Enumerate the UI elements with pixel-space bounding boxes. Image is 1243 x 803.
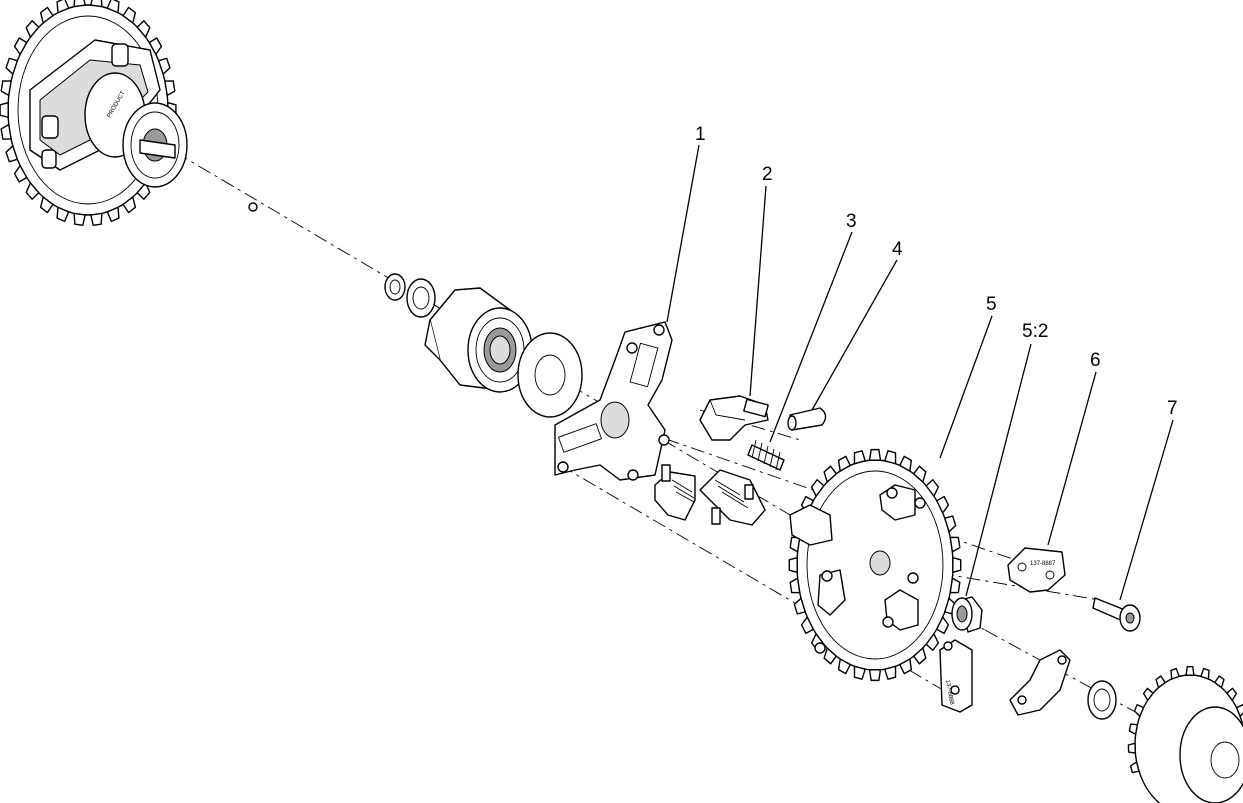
gear-tooth (1185, 665, 1195, 676)
gear-tooth (800, 616, 815, 635)
pawl-part-number: 137-8887 (1030, 561, 1056, 567)
gear-tooth (1133, 704, 1145, 717)
gear-tooth (952, 556, 962, 574)
compression-spring (747, 439, 785, 471)
gear-tooth (1226, 687, 1238, 701)
gear-tooth (788, 556, 798, 574)
pinion-gear (1127, 665, 1243, 803)
gear-tooth (1200, 667, 1210, 680)
pawl-spring-assembly-left (654, 464, 696, 521)
gear-tooth (868, 448, 882, 461)
gear-tooth (25, 20, 40, 38)
gear-tooth (925, 633, 940, 651)
gear-tooth (73, 212, 86, 226)
gear-tooth (0, 123, 12, 140)
leader-lines (666, 144, 1174, 601)
gear-tooth (5, 145, 19, 163)
gear-tooth (157, 57, 171, 75)
callout-2: 2 (762, 164, 773, 185)
washer-right (1087, 680, 1117, 720)
callout-5: 5 (986, 294, 997, 315)
gear-tooth (884, 665, 897, 680)
shoulder-bolt (1092, 597, 1141, 632)
gear-tooth (122, 196, 137, 214)
gear-tooth (90, 212, 103, 226)
gear-tooth (5, 57, 19, 75)
flat-washer (406, 278, 436, 318)
gear-tooth (935, 616, 950, 635)
clamp-plate-left: 137-8888 (939, 639, 973, 713)
gear-tooth (837, 658, 851, 675)
gear-tooth (1142, 687, 1154, 701)
plate-part-number: 137-8888 (944, 679, 954, 706)
gear-tooth (1235, 704, 1243, 717)
gear-tooth (935, 495, 950, 514)
gear-tooth (853, 450, 866, 465)
gear-tooth (1128, 723, 1139, 735)
gear-tooth (810, 479, 825, 497)
callout-4: 4 (892, 239, 903, 260)
gear-tooth (912, 647, 927, 665)
callout-5-2: 5:2 (1022, 321, 1048, 342)
gear-tooth (106, 0, 120, 14)
gear-tooth (1129, 761, 1140, 774)
gear-tooth (25, 182, 40, 200)
callout-3: 3 (846, 211, 857, 232)
gear-tooth (1214, 675, 1225, 689)
gear-tooth (949, 577, 961, 594)
sprocket-bushing (951, 596, 983, 633)
gear-tooth (0, 101, 9, 119)
gear-tooth (793, 597, 806, 615)
gear-tooth (899, 455, 913, 472)
callout-6: 6 (1090, 350, 1101, 371)
gear-tooth (884, 450, 897, 465)
gear-tooth (837, 455, 851, 472)
large-sprocket (788, 448, 962, 682)
latch-pawl: 137-8887 (1007, 547, 1066, 593)
gear-tooth (136, 182, 151, 200)
gear-tooth (823, 465, 838, 483)
gear-tooth (0, 80, 12, 97)
assembled-sprocket-clutch: PRODUCT (0, 0, 188, 226)
gear-tooth (823, 647, 838, 665)
mounting-plate (554, 321, 673, 481)
pawl (699, 395, 769, 441)
gear-tooth (1127, 742, 1137, 754)
pin (787, 407, 827, 431)
gear-tooth (73, 0, 86, 8)
gear-tooth (899, 658, 913, 675)
callout-1: 1 (695, 124, 706, 145)
callout-7: 7 (1167, 398, 1178, 419)
gear-tooth (944, 515, 957, 533)
shaft-hole (248, 202, 258, 212)
gear-tooth (13, 37, 28, 56)
gear-tooth (164, 80, 176, 97)
gear-tooth (853, 665, 866, 680)
gear-tooth (39, 6, 54, 24)
gear-tooth (868, 669, 882, 682)
clamp-plate-right (1009, 649, 1071, 716)
gear-tooth (106, 206, 120, 223)
gear-tooth (122, 6, 137, 24)
pawl-spring-assembly-center (699, 469, 766, 526)
clutch-housing (424, 287, 533, 393)
gear-tooth (148, 37, 163, 56)
bushing (384, 273, 406, 301)
gear-tooth (90, 0, 103, 8)
large-washer (517, 332, 583, 418)
gear-tooth (39, 196, 54, 214)
gear-tooth (925, 479, 940, 497)
gear-tooth (136, 20, 151, 38)
callout-labels: 1 2 3 4 5 5:2 6 7 (695, 124, 1178, 419)
gear-tooth (912, 465, 927, 483)
gear-tooth (789, 536, 801, 553)
gear-tooth (1170, 667, 1180, 680)
gear-tooth (56, 0, 70, 14)
gear-tooth (13, 164, 28, 183)
gear-tooth (789, 577, 801, 594)
gear-tooth (1155, 675, 1166, 689)
gear-tooth (56, 206, 70, 223)
gear-tooth (949, 536, 961, 553)
